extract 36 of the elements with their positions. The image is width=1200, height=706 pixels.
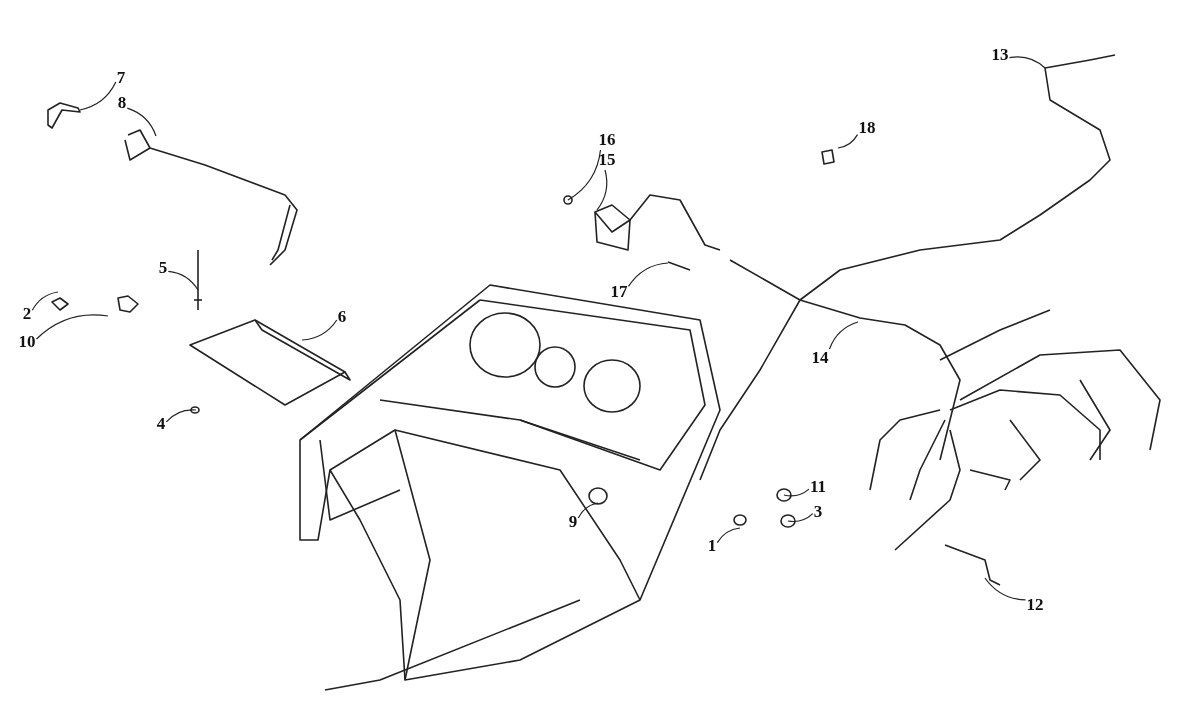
callout-number: 7	[116, 69, 126, 87]
callout-number: 15	[598, 151, 616, 169]
leader-line	[79, 81, 117, 111]
leader-line	[787, 513, 814, 523]
leader-line	[837, 134, 859, 149]
callout-number: 16	[598, 131, 616, 149]
callout-number: 11	[809, 478, 827, 496]
leader-line	[167, 270, 199, 291]
leader-line	[35, 314, 109, 340]
leader-line	[596, 169, 608, 211]
leader-line	[627, 262, 669, 287]
callout-number: 18	[858, 119, 876, 137]
callout-number: 4	[156, 415, 166, 433]
leader-line	[301, 319, 338, 341]
leader-line	[1008, 56, 1046, 69]
leader-line	[567, 149, 602, 201]
leader-line	[828, 321, 859, 350]
callout-number: 14	[811, 349, 829, 367]
leader-line	[126, 107, 157, 137]
callout-number: 17	[610, 283, 628, 301]
callout-number: 9	[568, 513, 578, 531]
callout-number: 10	[18, 333, 36, 351]
callout-number: 5	[158, 259, 168, 277]
leader-line	[577, 502, 599, 519]
callout-number: 8	[117, 94, 127, 112]
leader-line	[783, 488, 810, 497]
leader-line	[984, 577, 1027, 601]
callout-number: 12	[1026, 596, 1044, 614]
callout-number: 13	[991, 46, 1009, 64]
leader-line	[165, 409, 197, 423]
callout-number: 2	[22, 305, 32, 323]
leader-line	[31, 291, 59, 311]
callout-number: 3	[813, 503, 823, 521]
callout-number: 1	[707, 537, 717, 555]
callout-number: 6	[337, 308, 347, 326]
leader-line	[716, 527, 741, 544]
